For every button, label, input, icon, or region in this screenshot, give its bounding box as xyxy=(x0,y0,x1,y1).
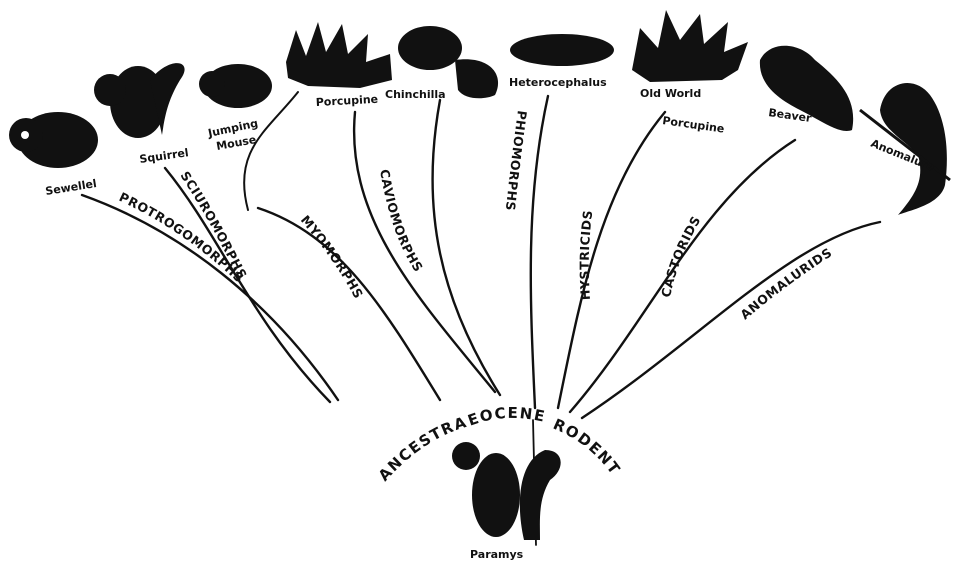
branch-caviomorphs-1 xyxy=(352,110,497,394)
label-old-world-porcupine-line1: Old World xyxy=(640,87,701,100)
label-porcupine: Porcupine xyxy=(315,93,378,109)
animal-silhouettes xyxy=(9,10,951,540)
label-anomalurids: ANOMALURIDS xyxy=(737,245,834,323)
label-sewellel: Sewellel xyxy=(44,177,97,198)
anomalure-silhouette xyxy=(859,83,951,215)
sewellel-silhouette xyxy=(9,112,98,168)
branch-castorids xyxy=(568,138,797,414)
beaver-silhouette xyxy=(759,45,854,131)
label-castorids: CASTORIDS xyxy=(658,213,703,298)
chinchilla-silhouette xyxy=(398,26,499,99)
label-myomorphs: MYOMORPHS xyxy=(298,212,367,301)
branch-phiomorphs xyxy=(529,94,550,410)
label-heterocephalus: Heterocephalus xyxy=(509,76,607,89)
heterocephalus-silhouette xyxy=(510,34,614,66)
branch-sciuromorphs xyxy=(163,166,332,404)
label-caviomorphs: CAVIOMORPHS xyxy=(377,168,426,275)
branch-caviomorphs-2 xyxy=(431,98,502,397)
label-old-world-porcupine-line2: Porcupine xyxy=(662,114,726,136)
squirrel-silhouette xyxy=(94,63,185,138)
label-beaver: Beaver xyxy=(768,106,813,125)
paramys-silhouette xyxy=(452,442,561,540)
old-world-porcupine-silhouette xyxy=(632,10,748,82)
branch-hystricids xyxy=(556,110,667,410)
jumping-mouse-silhouette xyxy=(199,64,272,108)
label-paramys: Paramys xyxy=(470,548,524,561)
label-hystricids: HYSTRICIDS xyxy=(577,209,596,301)
porcupine-silhouette xyxy=(286,22,392,88)
branch-lines xyxy=(80,91,882,546)
label-chinchilla: Chinchilla xyxy=(385,88,446,101)
branch-anomalurids xyxy=(580,220,882,420)
label-phiomorphs: PHIOMORPHS xyxy=(503,110,530,212)
branch-myomorphs xyxy=(256,206,442,402)
label-squirrel: Squirrel xyxy=(139,146,190,166)
branch-jumping-mouse xyxy=(243,91,299,211)
branch-protrogomorphs xyxy=(80,193,340,402)
